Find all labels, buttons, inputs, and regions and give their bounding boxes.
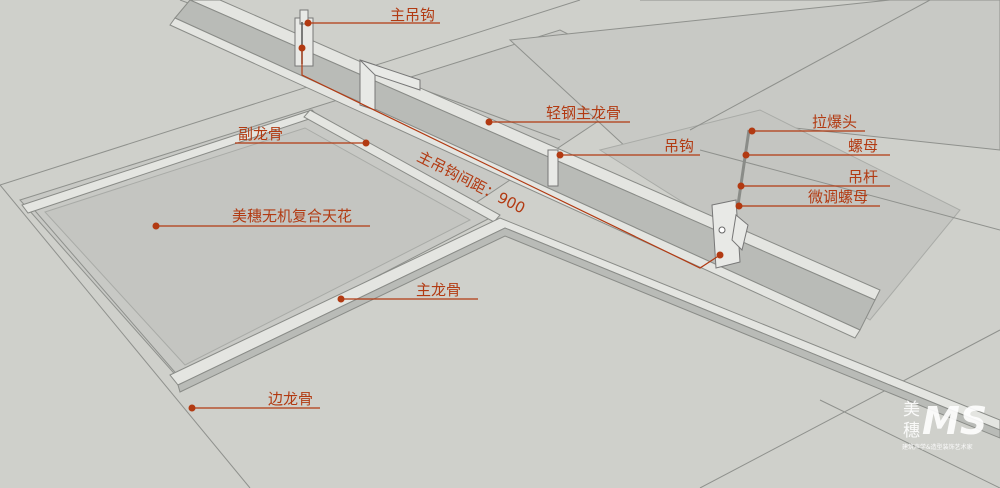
label-secondary-keel: 副龙骨	[238, 125, 283, 143]
marker-secondary-keel	[362, 139, 370, 147]
label-hanger: 吊钩	[664, 137, 694, 155]
hanger-clip	[547, 149, 559, 187]
logo-char-1: 美	[903, 400, 920, 420]
label-main-keel: 主龙骨	[416, 281, 461, 299]
marker-light-steel-main-keel	[485, 118, 493, 126]
label-ceiling-panel: 美穗无机复合天花	[232, 207, 352, 225]
marker-spacing-end	[716, 251, 724, 259]
panel-edge-line	[819, 399, 1000, 488]
panel-edge-line	[0, 0, 581, 186]
bolt-hole	[718, 226, 726, 234]
brand-logo: 美 穗 MS 建筑声学&造型装饰艺术家	[902, 399, 987, 451]
panel-edge-line	[699, 149, 1000, 231]
marker-hanging-rod	[737, 182, 745, 190]
panel-edge-line	[0, 184, 251, 488]
marker-expansion-bolt	[748, 127, 756, 135]
logo-tagline: 建筑声学&造型装饰艺术家	[902, 443, 973, 451]
logo-mark: MS	[922, 399, 987, 443]
leader-spacing-dimension	[301, 48, 721, 269]
logo-char-2: 穗	[903, 421, 920, 441]
marker-main-keel	[337, 295, 345, 303]
label-nut: 螺母	[848, 137, 878, 155]
marker-adjusting-nut	[735, 202, 743, 210]
main-hanger-rod	[299, 9, 309, 25]
ceiling-panel-face	[44, 127, 472, 366]
label-main-hanger: 主吊钩	[390, 6, 435, 24]
right-hanger-hook	[731, 214, 749, 251]
label-light-steel-main-keel: 轻钢主龙骨	[546, 104, 621, 122]
panel-edge-line	[689, 0, 931, 131]
label-hanging-rod: 吊杆	[848, 168, 878, 186]
main-keel-rail-side	[177, 227, 1000, 439]
marker-spacing-start	[298, 44, 306, 52]
marker-main-hanger	[304, 19, 312, 27]
marker-nut	[742, 151, 750, 159]
marker-hanger	[556, 151, 564, 159]
panel-edge-line	[699, 329, 1000, 488]
label-expansion-bolt: 拉爆头	[812, 113, 857, 131]
hanging-rod-shaft	[736, 129, 751, 206]
label-edge-keel: 边龙骨	[268, 390, 313, 408]
main-keel-section-end	[359, 59, 421, 91]
label-adjusting-nut: 微调螺母	[808, 188, 868, 206]
right-hanger-bracket	[711, 199, 741, 269]
marker-edge-keel	[188, 404, 196, 412]
marker-ceiling-panel	[152, 222, 160, 230]
